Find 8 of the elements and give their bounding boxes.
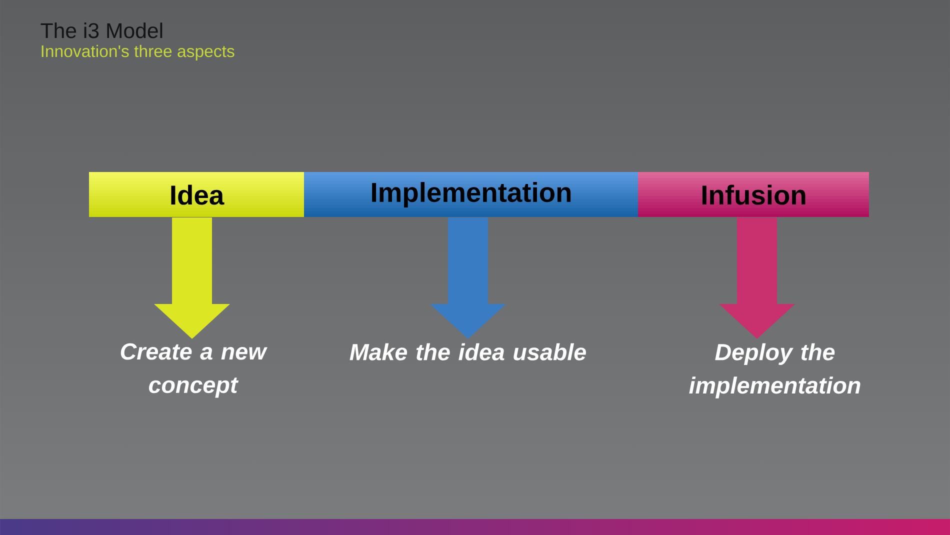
description-text: Make the idea usable [350, 343, 586, 360]
band-label: Idea [171, 184, 224, 205]
description-text: Deploy the implementation [689, 343, 860, 398]
band-label: Implementation [372, 182, 571, 208]
description-text: Create a new concept [120, 343, 268, 398]
title-text: The i3 Model [40, 22, 162, 38]
subtitle-text: Innovation's three aspects [42, 44, 234, 60]
band-label: Infusion [702, 184, 806, 205]
